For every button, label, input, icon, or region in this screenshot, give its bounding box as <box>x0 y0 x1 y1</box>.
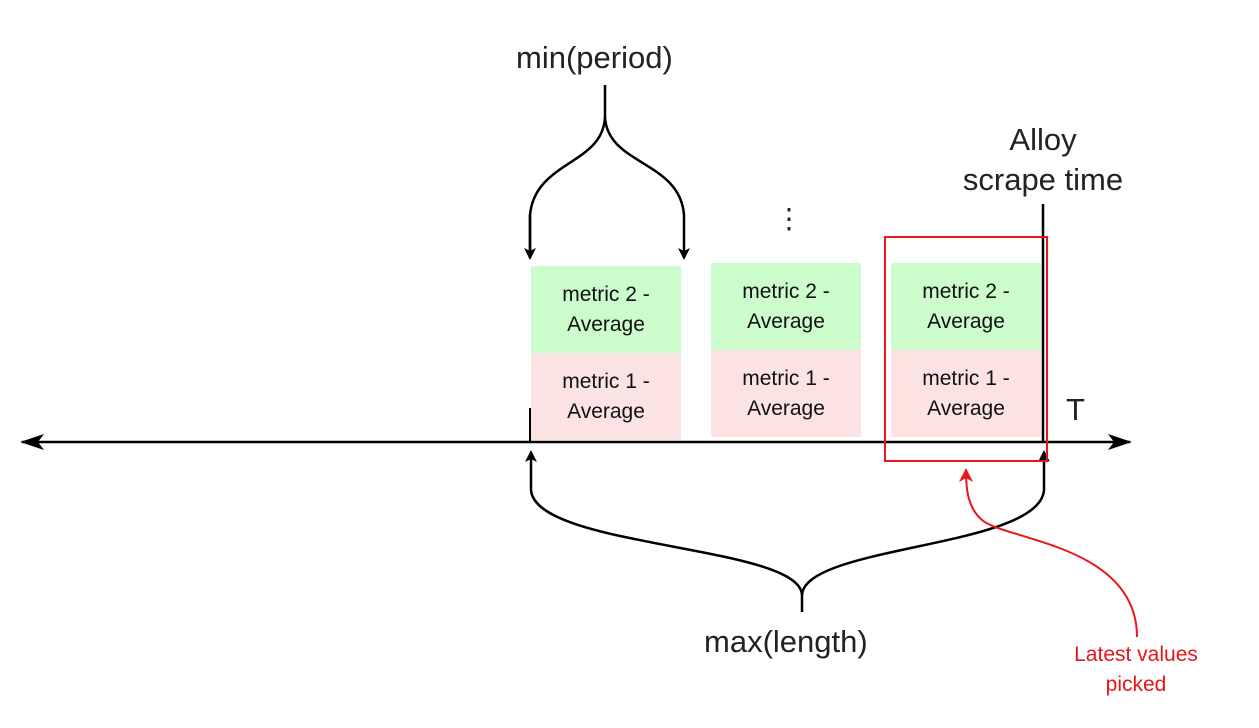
scrape-time-label: Alloy scrape time <box>962 122 1124 198</box>
time-axis-label: T <box>1066 392 1085 427</box>
latest-values-highlight <box>884 236 1048 462</box>
metric-1-average-cell: metric 1 - Average <box>531 353 681 440</box>
metric-2-average-cell: metric 2 - Average <box>531 266 681 353</box>
metric-2-average-cell: metric 2 - Average <box>711 263 861 350</box>
metric-1-average-cell: metric 1 - Average <box>891 350 1041 437</box>
bucket-3: metric 2 - Average metric 1 - Average <box>891 263 1041 437</box>
bucket-2: metric 2 - Average metric 1 - Average <box>711 263 861 437</box>
max-length-brace-left <box>525 450 804 612</box>
latest-values-note: Latest values picked <box>1074 643 1198 697</box>
max-length-brace-right <box>800 450 1050 596</box>
ellipsis-label: ⋮ <box>775 203 803 234</box>
bucket-1: metric 2 - Average metric 1 - Average <box>531 266 681 440</box>
metric-2-average-cell: metric 2 - Average <box>891 263 1041 350</box>
min-period-label: min(period) <box>516 40 673 75</box>
max-length-label: max(length) <box>704 624 868 659</box>
latest-values-arrow <box>959 468 1138 638</box>
metric-1-average-cell: metric 1 - Average <box>711 350 861 437</box>
min-period-brace <box>528 85 684 258</box>
